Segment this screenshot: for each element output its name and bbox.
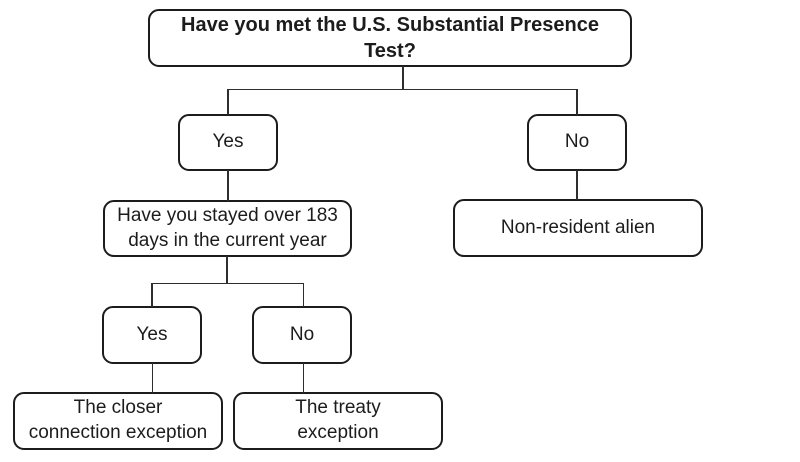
- connector-to-yes1: [227, 89, 229, 115]
- node-yes-branch-level2: Yes: [102, 306, 202, 364]
- connector-to-no1: [576, 89, 578, 115]
- connector-no1-to-nonresident: [576, 170, 578, 200]
- node-stayed-183-days-question: Have you stayed over 183 days in the cur…: [103, 200, 352, 257]
- node-closer-connection-exception: The closer connection exception: [13, 392, 223, 450]
- connector-stay183-stub: [226, 256, 228, 284]
- node-no-branch-level1: No: [527, 114, 627, 171]
- connector-level1-horizontal: [227, 88, 578, 90]
- connector-root-stub: [402, 66, 404, 90]
- connector-level2-horizontal: [151, 282, 304, 284]
- node-treaty-exception: The treaty exception: [233, 392, 443, 450]
- node-yes-branch-level1: Yes: [178, 114, 278, 171]
- connector-to-yes2: [151, 283, 153, 307]
- connector-no2-to-treaty: [302, 363, 304, 393]
- connector-to-no2: [302, 283, 304, 307]
- node-no-branch-level2: No: [252, 306, 352, 364]
- node-substantial-presence-test-question: Have you met the U.S. Substantial Presen…: [148, 9, 632, 67]
- connector-yes2-to-closer: [151, 363, 153, 393]
- connector-yes1-to-stay183: [227, 170, 229, 201]
- node-non-resident-alien: Non-resident alien: [453, 199, 703, 257]
